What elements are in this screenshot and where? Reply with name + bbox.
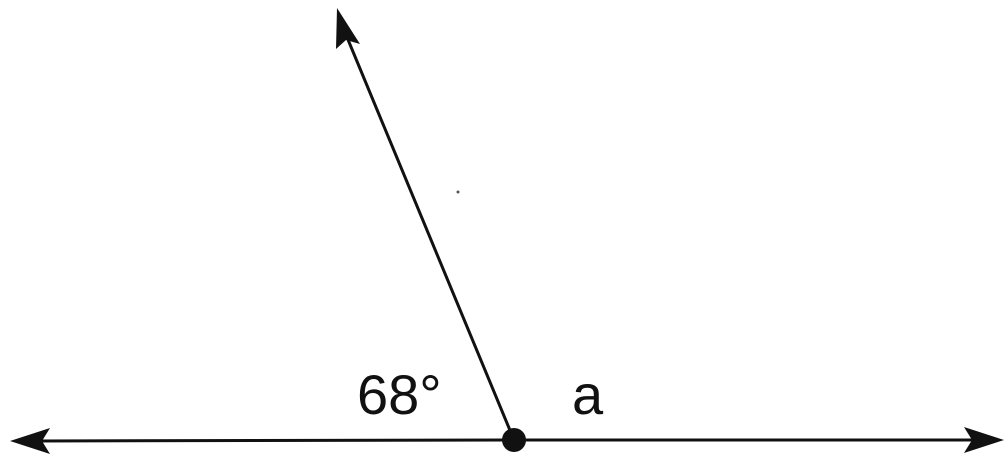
left-arrowhead [10, 428, 50, 454]
slanted-ray [342, 28, 516, 442]
angle-label-68: 68° [357, 363, 442, 426]
vertex-point [502, 428, 526, 452]
right-arrowhead [964, 427, 1004, 453]
slanted-arrowhead [336, 8, 360, 49]
speck-dot [456, 190, 460, 194]
angle-label-a: a [572, 363, 604, 426]
left-ray [34, 438, 516, 443]
